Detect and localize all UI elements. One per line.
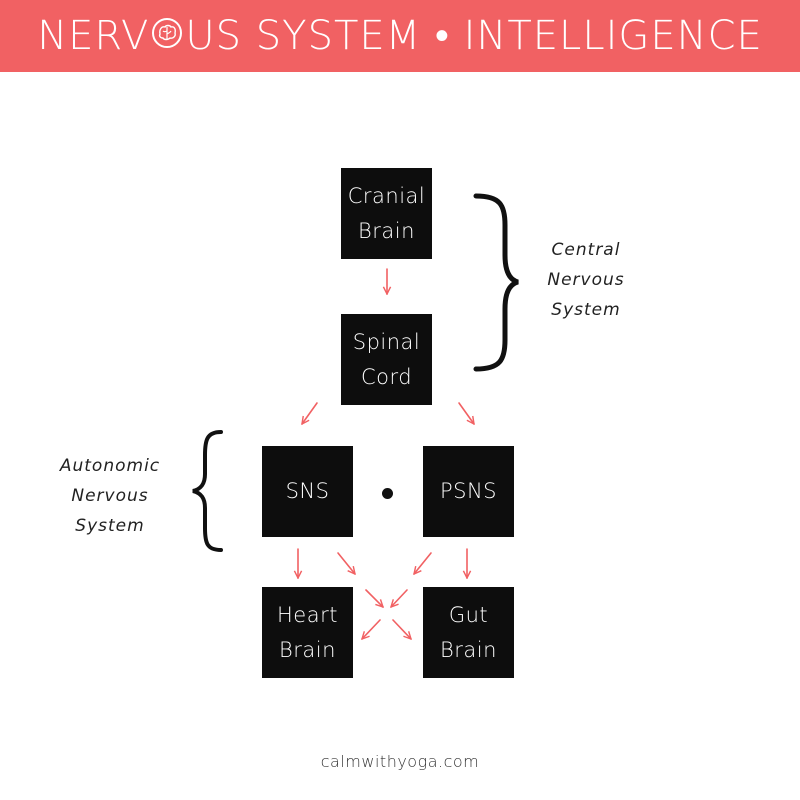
page-title: NERV US SYSTEM • INTELLIGENCE — [0, 0, 800, 72]
label-central-nervous-system: Central Nervous System — [547, 240, 625, 320]
arrow-spinal-to-psns — [458, 402, 474, 424]
box-gut-brain: Gut Brain — [423, 587, 514, 678]
box-spinal-cord: Spinal Cord — [341, 314, 432, 405]
arrow-psns-to-center — [414, 552, 432, 574]
separator-dot — [382, 488, 393, 499]
arrow-cross-down-left — [391, 589, 408, 607]
title-text-end: US SYSTEM • INTELLIGENCE — [185, 13, 763, 59]
footer-site: calmwithyoga.com — [320, 752, 480, 771]
arrow-to-heart-brain — [362, 619, 381, 639]
box-psns: PSNS — [423, 446, 514, 537]
arrow-spinal-to-sns — [302, 402, 318, 424]
brace-autonomic — [192, 430, 223, 552]
header-banner — [0, 0, 800, 72]
brain-icon — [152, 18, 183, 48]
brace-central — [473, 193, 519, 372]
title-text-start: NERV — [37, 13, 150, 59]
label-autonomic-nervous-system: Autonomic Nervous System — [59, 456, 161, 536]
box-cranial-brain: Cranial Brain — [341, 168, 432, 259]
box-heart-brain: Heart Brain — [262, 587, 353, 678]
box-sns: SNS — [262, 446, 353, 537]
arrow-sns-to-center — [337, 552, 355, 574]
arrow-cross-down-right — [365, 589, 383, 607]
arrow-to-gut-brain — [392, 619, 411, 639]
